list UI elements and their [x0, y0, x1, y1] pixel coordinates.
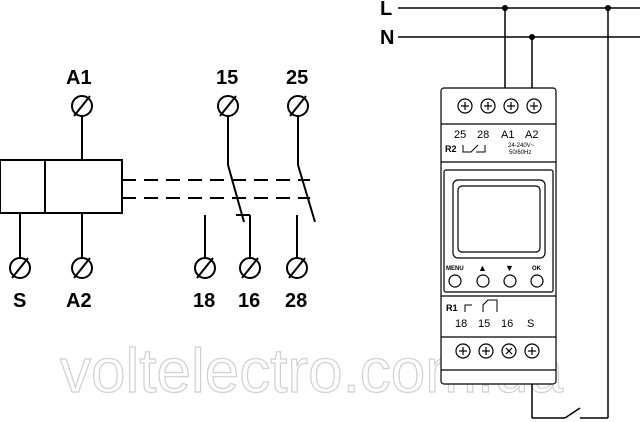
label-s: S [13, 290, 26, 312]
ok-label: OK [532, 266, 542, 272]
terminal-s [9, 213, 31, 279]
terminal-25 [287, 95, 316, 223]
label-a1: A1 [66, 67, 92, 89]
label-18: 18 [193, 290, 215, 312]
label-l: L [380, 0, 392, 20]
up-label: ▲ [478, 263, 487, 273]
label-a2: A2 [66, 290, 92, 312]
label-15: 15 [216, 67, 238, 89]
relay-coil [0, 159, 123, 214]
relay-device [440, 87, 557, 385]
device-label-15: 15 [478, 318, 490, 330]
label-r1: R1 [446, 303, 458, 313]
terminal-28 [286, 215, 308, 279]
terminal-16 [236, 214, 261, 279]
down-button[interactable] [503, 274, 517, 288]
ok-button[interactable] [530, 274, 544, 288]
device-label-28: 28 [477, 129, 489, 141]
external-switch [564, 407, 581, 419]
voltage-rating: 24-240V~ [508, 143, 535, 149]
mains-wiring [398, 7, 640, 419]
device-label-s: S [527, 318, 534, 330]
down-label: ▼ [505, 263, 514, 273]
device-label-25: 25 [454, 129, 466, 141]
relay-contact-symbols [462, 144, 498, 312]
label-r2: R2 [445, 144, 457, 154]
menu-label: MENU [446, 266, 464, 272]
device-label-a1: A1 [501, 129, 514, 141]
device-label-18: 18 [455, 318, 467, 330]
frequency-rating: 50/60Hz [509, 150, 531, 156]
screw-crosses [459, 102, 538, 355]
label-16: 16 [238, 290, 260, 312]
terminal-a2 [71, 213, 93, 279]
terminal-18 [194, 215, 216, 279]
label-25: 25 [286, 67, 308, 89]
schematic [0, 95, 316, 279]
label-28: 28 [285, 290, 307, 312]
terminal-15 [217, 95, 245, 223]
terminal-a1 [71, 95, 93, 160]
device-label-16: 16 [501, 318, 513, 330]
buttons [448, 274, 544, 288]
up-button[interactable] [476, 274, 490, 288]
device-label-a2: A2 [525, 129, 538, 141]
menu-button[interactable] [448, 274, 462, 288]
label-n: N [380, 27, 394, 49]
